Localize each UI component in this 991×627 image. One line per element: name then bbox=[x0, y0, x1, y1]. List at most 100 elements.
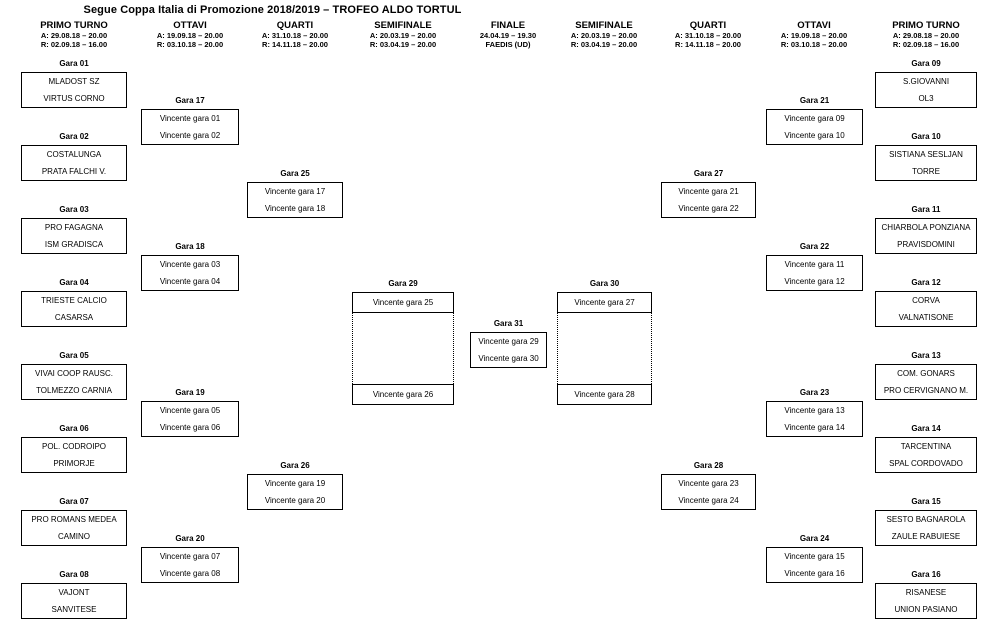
team-top: Vincente gara 01 bbox=[159, 114, 221, 123]
game-box: Vincente gara 27 Vincente gara 28 bbox=[557, 292, 652, 405]
game-label: Gara 06 bbox=[59, 424, 89, 433]
game-label: Gara 12 bbox=[911, 278, 941, 287]
game-gara-11: Gara 11 CHIARBOLA PONZIANA PRAVISDOMINI bbox=[875, 204, 977, 254]
round-name: PRIMO TURNO bbox=[40, 20, 108, 31]
team-top: Vincente gara 09 bbox=[784, 114, 845, 123]
game-box: CHIARBOLA PONZIANA PRAVISDOMINI bbox=[875, 218, 977, 254]
game-box: Vincente gara 11 Vincente gara 12 bbox=[766, 255, 863, 291]
game-label: Gara 21 bbox=[799, 96, 830, 105]
game-gara-09: Gara 09 S.GIOVANNI OL3 bbox=[875, 58, 977, 108]
game-box: Vincente gara 01 Vincente gara 02 bbox=[141, 109, 239, 145]
team-bottom: OL3 bbox=[918, 94, 934, 103]
team-top: TRIESTE CALCIO bbox=[41, 296, 107, 305]
team-bottom: SPAL CORDOVADO bbox=[889, 459, 963, 468]
team-top: Vincente gara 29 bbox=[478, 337, 539, 346]
round-name: SEMIFINALE bbox=[575, 20, 633, 31]
team-top: RISANESE bbox=[905, 588, 947, 597]
round-date-a: A: 31.10.18 – 20.00 bbox=[261, 31, 329, 40]
team-bottom: VALNATISONE bbox=[898, 313, 954, 322]
game-gara-16: Gara 16 RISANESE UNION PASIANO bbox=[875, 569, 977, 619]
round-date-r: R: 03.04.19 – 20.00 bbox=[570, 40, 638, 49]
game-label: Gara 25 bbox=[280, 169, 310, 178]
game-gara-17: Gara 17 Vincente gara 01 Vincente gara 0… bbox=[141, 95, 239, 145]
game-label: Gara 03 bbox=[59, 205, 89, 214]
team-bottom: VIRTUS CORNO bbox=[43, 94, 105, 103]
team-top: Vincente gara 23 bbox=[678, 479, 739, 488]
game-gara-28: Gara 28 Vincente gara 23 Vincente gara 2… bbox=[661, 460, 756, 510]
team-bottom: Vincente gara 10 bbox=[784, 131, 845, 140]
team-top: Vincente gara 21 bbox=[678, 187, 739, 196]
game-label: Gara 14 bbox=[911, 424, 941, 433]
game-gara-08: Gara 08 VAJONT SANVITESE bbox=[21, 569, 127, 619]
game-label: Gara 16 bbox=[911, 570, 941, 579]
game-box: SESTO BAGNAROLA ZAULE RABUIESE bbox=[875, 510, 977, 546]
game-box: Vincente gara 21 Vincente gara 22 bbox=[661, 182, 756, 218]
team-bottom: Vincente gara 08 bbox=[159, 569, 221, 578]
game-gara-23: Gara 23 Vincente gara 13 Vincente gara 1… bbox=[766, 387, 863, 437]
team-bottom: CASARSA bbox=[54, 313, 94, 322]
round-name: OTTAVI bbox=[797, 20, 831, 31]
team-bottom: Vincente gara 24 bbox=[678, 496, 739, 505]
round-date-r: R: 03.04.19 – 20.00 bbox=[369, 40, 437, 49]
team-top: Vincente gara 11 bbox=[784, 260, 845, 269]
game-box: Vincente gara 09 Vincente gara 10 bbox=[766, 109, 863, 145]
game-box: Vincente gara 15 Vincente gara 16 bbox=[766, 547, 863, 583]
game-label: Gara 04 bbox=[59, 278, 89, 287]
game-box: PRO FAGAGNA ISM GRADISCA bbox=[21, 218, 127, 254]
round-header-semifinale-right: SEMIFINALE A: 20.03.19 – 20.00 R: 03.04.… bbox=[544, 20, 664, 49]
game-label: Gara 05 bbox=[59, 351, 89, 360]
game-label: Gara 11 bbox=[911, 205, 941, 214]
game-label: Gara 22 bbox=[799, 242, 830, 251]
round-name: PRIMO TURNO bbox=[892, 20, 960, 31]
team-top: Vincente gara 25 bbox=[352, 292, 454, 313]
team-top: SISTIANA SESLJAN bbox=[889, 150, 963, 159]
team-top: Vincente gara 07 bbox=[159, 552, 221, 561]
game-label: Gara 13 bbox=[911, 351, 941, 360]
round-header-finale: FINALE 24.04.19 – 19.30 FAEDIS (UD) bbox=[448, 20, 568, 49]
round-header-primo-turno-left: PRIMO TURNO A: 29.08.18 – 20.00 R: 02.09… bbox=[14, 20, 134, 49]
round-date: 24.04.19 – 19.30 bbox=[479, 31, 537, 40]
round-header-ottavi-left: OTTAVI A: 19.09.18 – 20.00 R: 03.10.18 –… bbox=[130, 20, 250, 49]
team-bottom: Vincente gara 16 bbox=[784, 569, 845, 578]
round-date-r: R: 14.11.18 – 20.00 bbox=[262, 40, 328, 49]
game-gara-19: Gara 19 Vincente gara 05 Vincente gara 0… bbox=[141, 387, 239, 437]
game-box: VIVAI COOP RAUSC. TOLMEZZO CARNIA bbox=[21, 364, 127, 400]
game-gara-25: Gara 25 Vincente gara 17 Vincente gara 1… bbox=[247, 168, 343, 218]
game-label: Gara 24 bbox=[799, 534, 830, 543]
team-top: VAJONT bbox=[58, 588, 90, 597]
game-box: COSTALUNGA PRATA FALCHI V. bbox=[21, 145, 127, 181]
game-label: Gara 27 bbox=[693, 169, 724, 178]
game-box: POL. CODROIPO PRIMORJE bbox=[21, 437, 127, 473]
game-box: Vincente gara 07 Vincente gara 08 bbox=[141, 547, 239, 583]
team-bottom: Vincente gara 18 bbox=[264, 204, 326, 213]
game-box: RISANESE UNION PASIANO bbox=[875, 583, 977, 619]
team-top: Vincente gara 27 bbox=[557, 292, 652, 313]
game-label: Gara 20 bbox=[175, 534, 205, 543]
team-bottom: Vincente gara 20 bbox=[264, 496, 326, 505]
team-top: CHIARBOLA PONZIANA bbox=[881, 223, 971, 232]
game-box: Vincente gara 17 Vincente gara 18 bbox=[247, 182, 343, 218]
team-bottom: UNION PASIANO bbox=[894, 605, 958, 614]
round-header-semifinale-left: SEMIFINALE A: 20.03.19 – 20.00 R: 03.04.… bbox=[343, 20, 463, 49]
game-gara-22: Gara 22 Vincente gara 11 Vincente gara 1… bbox=[766, 241, 863, 291]
team-top: VIVAI COOP RAUSC. bbox=[35, 369, 113, 378]
team-top: CORVA bbox=[912, 296, 940, 305]
team-top: COSTALUNGA bbox=[46, 150, 102, 159]
team-top: TARCENTINA bbox=[900, 442, 952, 451]
game-gara-07: Gara 07 PRO ROMANS MEDEA CAMINO bbox=[21, 496, 127, 546]
game-gara-06: Gara 06 POL. CODROIPO PRIMORJE bbox=[21, 423, 127, 473]
game-gara-03: Gara 03 PRO FAGAGNA ISM GRADISCA bbox=[21, 204, 127, 254]
game-label: Gara 08 bbox=[59, 570, 89, 579]
round-date-a: A: 20.03.19 – 20.00 bbox=[570, 31, 638, 40]
team-bottom: Vincente gara 28 bbox=[557, 384, 652, 405]
game-box: TRIESTE CALCIO CASARSA bbox=[21, 291, 127, 327]
game-label: Gara 18 bbox=[175, 242, 205, 251]
game-gara-21: Gara 21 Vincente gara 09 Vincente gara 1… bbox=[766, 95, 863, 145]
round-header-quarti-right: QUARTI A: 31.10.18 – 20.00 R: 14.11.18 –… bbox=[648, 20, 768, 49]
team-top: Vincente gara 15 bbox=[784, 552, 845, 561]
game-box: CORVA VALNATISONE bbox=[875, 291, 977, 327]
team-top: Vincente gara 19 bbox=[264, 479, 326, 488]
team-bottom: Vincente gara 02 bbox=[159, 131, 221, 140]
team-bottom: ISM GRADISCA bbox=[44, 240, 104, 249]
game-gara-13: Gara 13 COM. GONARS PRO CERVIGNANO M. bbox=[875, 350, 977, 400]
